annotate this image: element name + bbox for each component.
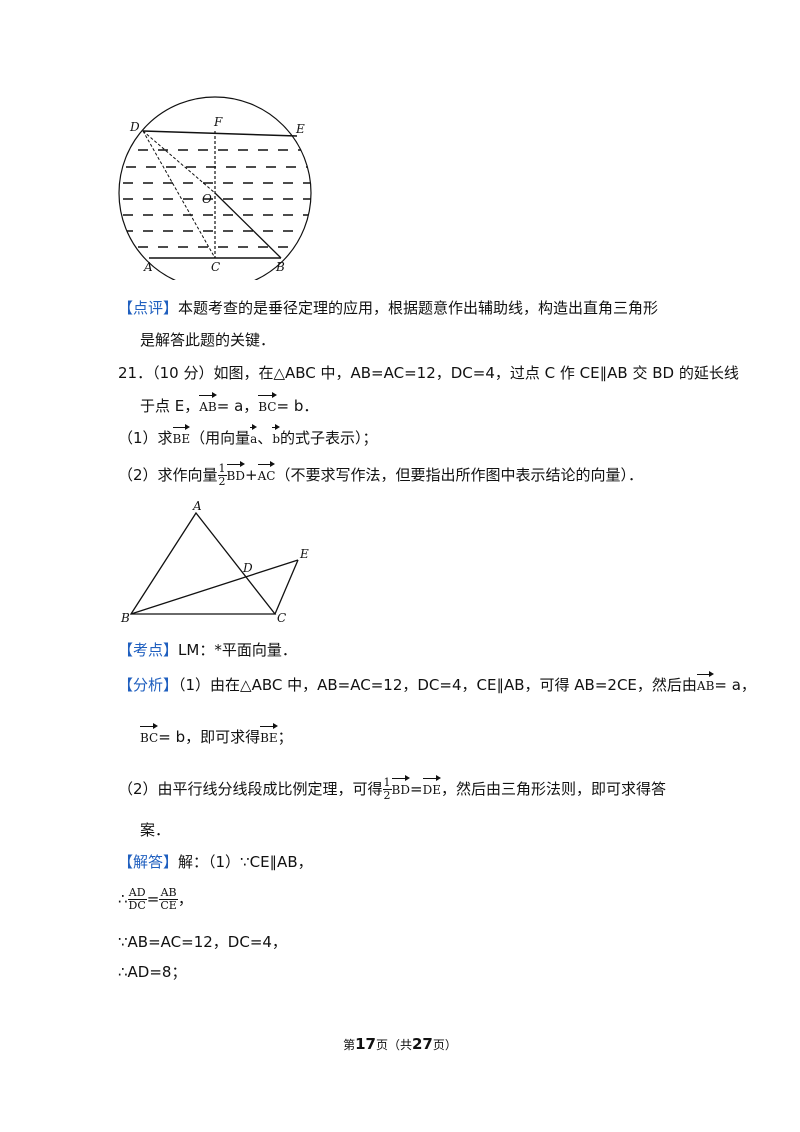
label-O: O bbox=[202, 192, 212, 206]
vector-AC: AC bbox=[257, 461, 275, 486]
page-footer: 第17页（共27页） bbox=[343, 1035, 457, 1053]
kaodian-line: 【考点】LM：*平面向量． bbox=[118, 641, 297, 659]
tri-label-A: A bbox=[192, 499, 202, 513]
circle-figure: D F E O A C B bbox=[118, 96, 312, 280]
label-F: F bbox=[213, 115, 223, 129]
jieda-line1: 【解答】解：（1）∵CE∥AB， bbox=[118, 853, 313, 871]
label-E: E bbox=[295, 122, 305, 136]
tri-label-C: C bbox=[277, 611, 286, 625]
tri-label-E: E bbox=[299, 547, 309, 561]
q21-part1: （1）求BE（用向量a、b的式子表示）； bbox=[118, 424, 378, 449]
label-B: B bbox=[275, 260, 285, 274]
fenxi-line4: 案． bbox=[140, 821, 171, 839]
fenxi-line2: BC= b，即可求得BE； bbox=[140, 723, 293, 748]
jieda-line4: ∴AD=8； bbox=[118, 963, 187, 981]
fenxi-tag: 【分析】 bbox=[118, 676, 179, 694]
review-line1: 【点评】本题考查的是垂径定理的应用，根据题意作出辅助线，构造出直角三角形 bbox=[118, 299, 659, 317]
label-C: C bbox=[211, 260, 220, 274]
fenxi-line1: 【分析】（1）由在△ABC 中，AB=AC=12，DC=4，CE∥AB，可得 A… bbox=[118, 671, 756, 696]
vector-BE: BE bbox=[172, 424, 190, 449]
q21-stem-line1: 21．（10 分）如图，在△ABC 中，AB=AC=12，DC=4，过点 C 作… bbox=[118, 364, 739, 382]
jieda-line3: ∵AB=AC=12，DC=4， bbox=[118, 933, 287, 951]
page-total: 27 bbox=[412, 1035, 433, 1053]
jieda-tag: 【解答】 bbox=[118, 853, 179, 871]
tri-label-B: B bbox=[120, 611, 130, 625]
vector-AB: AB bbox=[199, 392, 218, 417]
kaodian-tag: 【考点】 bbox=[118, 641, 179, 659]
label-D: D bbox=[129, 120, 140, 134]
review-tag: 【点评】 bbox=[118, 299, 179, 317]
page-number: 17 bbox=[355, 1035, 376, 1053]
vector-BC: BC bbox=[258, 392, 277, 417]
review-line2: 是解答此题的关键． bbox=[140, 331, 276, 349]
tri-label-D: D bbox=[242, 561, 253, 575]
vector-BD: BD bbox=[226, 461, 246, 486]
label-A: A bbox=[143, 260, 153, 274]
circle-outline bbox=[118, 96, 312, 280]
q21-stem-line2: 于点 E，AB= a，BC= b． bbox=[140, 392, 318, 417]
triangle-figure: A B C D E bbox=[120, 499, 309, 625]
